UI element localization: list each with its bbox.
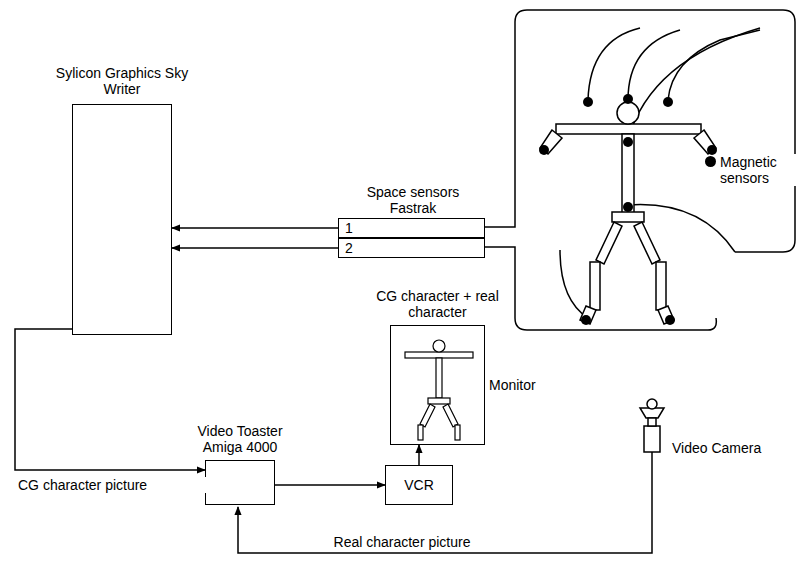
device-label: Space sensors Fastrak	[356, 184, 470, 216]
sensor-channel: 1	[338, 218, 485, 238]
computer-box: Sylicon Graphics Sky Writer	[72, 104, 172, 335]
legend-dot	[705, 156, 716, 167]
monitor-box: CG character + real characterMonitor	[390, 325, 485, 445]
signal-arrow	[172, 227, 338, 229]
node-heading: Video Toaster Amiga 4000	[180, 423, 300, 455]
camera-signal-line	[238, 452, 652, 553]
node-heading: CG character + real character	[373, 288, 503, 320]
node-label: 1	[345, 220, 353, 236]
node-side-label: Monitor	[489, 377, 536, 393]
signal-arrow	[418, 445, 420, 465]
performer-figure	[540, 102, 716, 324]
sensor-channel: 2	[338, 238, 485, 258]
node-label: VCR	[404, 477, 434, 493]
edge-label: CG character picture	[16, 477, 208, 493]
signal-arrow	[15, 329, 205, 470]
device-label: Video Camera	[670, 440, 784, 456]
signal-label: Real character picture	[300, 534, 504, 550]
signal-arrow	[172, 247, 338, 249]
signal-arrow	[275, 484, 385, 486]
magnetic-sensor	[539, 94, 717, 325]
video-mixer-box: Video Toaster Amiga 4000	[205, 460, 275, 505]
node-label: 2	[345, 240, 353, 256]
monitor-figure	[405, 340, 473, 440]
legend-label: Magnetic sensors	[718, 154, 802, 186]
video-camera	[640, 399, 664, 452]
vcr-box: VCR	[385, 465, 453, 505]
node-heading: Sylicon Graphics Sky Writer	[52, 65, 192, 97]
